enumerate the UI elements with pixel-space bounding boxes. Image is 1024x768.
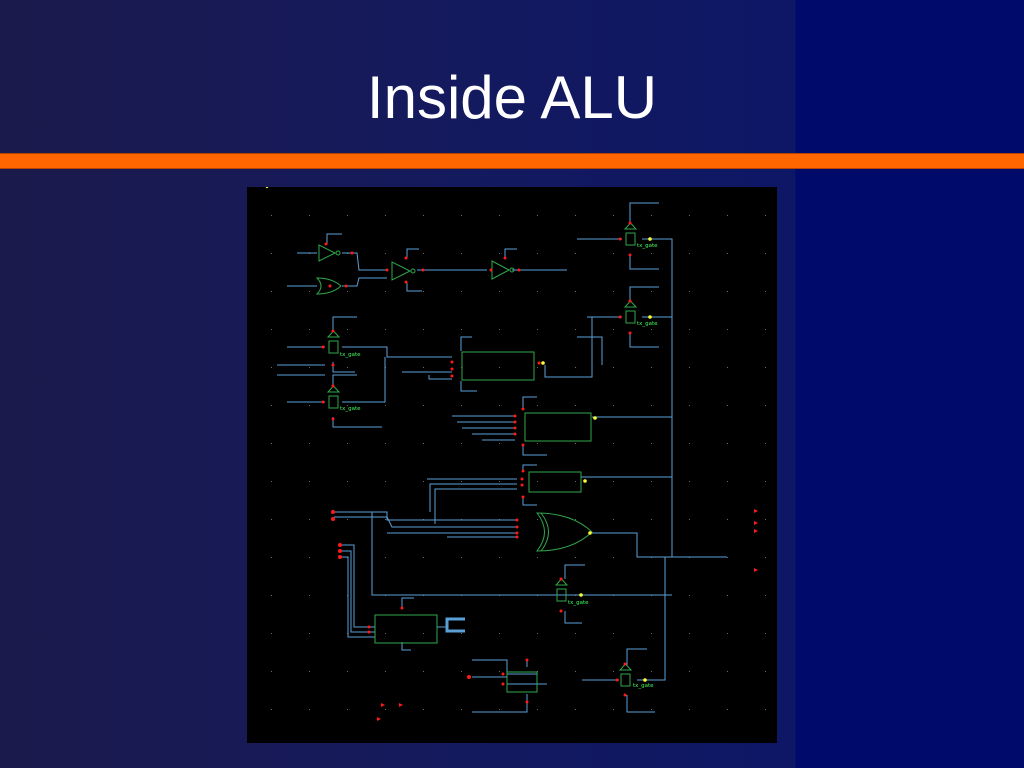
slide-title: Inside ALU <box>366 64 658 131</box>
alu-schematic: tx_gate tx_gate tx_gate tx_gate tx_gate … <box>247 187 777 743</box>
gate-labels: tx_gate tx_gate tx_gate tx_gate tx_gate … <box>340 243 658 689</box>
tx-gate-label: tx_gate <box>637 243 658 249</box>
pins <box>321 221 758 721</box>
tx-gate-label: tx_gate <box>340 406 361 412</box>
wires <box>277 202 727 713</box>
title-divider-bar <box>0 153 1024 169</box>
tx-gate-label: tx_gate <box>568 600 589 606</box>
selected-cell-marker <box>445 617 465 633</box>
tx-gate-label: tx_gate <box>340 352 361 358</box>
nodes <box>265 187 652 682</box>
tx-gate-label: tx_gate <box>637 321 658 327</box>
logic-components <box>315 222 638 693</box>
grid-dots <box>271 215 766 710</box>
tx-gate-label: tx_gate <box>633 683 654 689</box>
